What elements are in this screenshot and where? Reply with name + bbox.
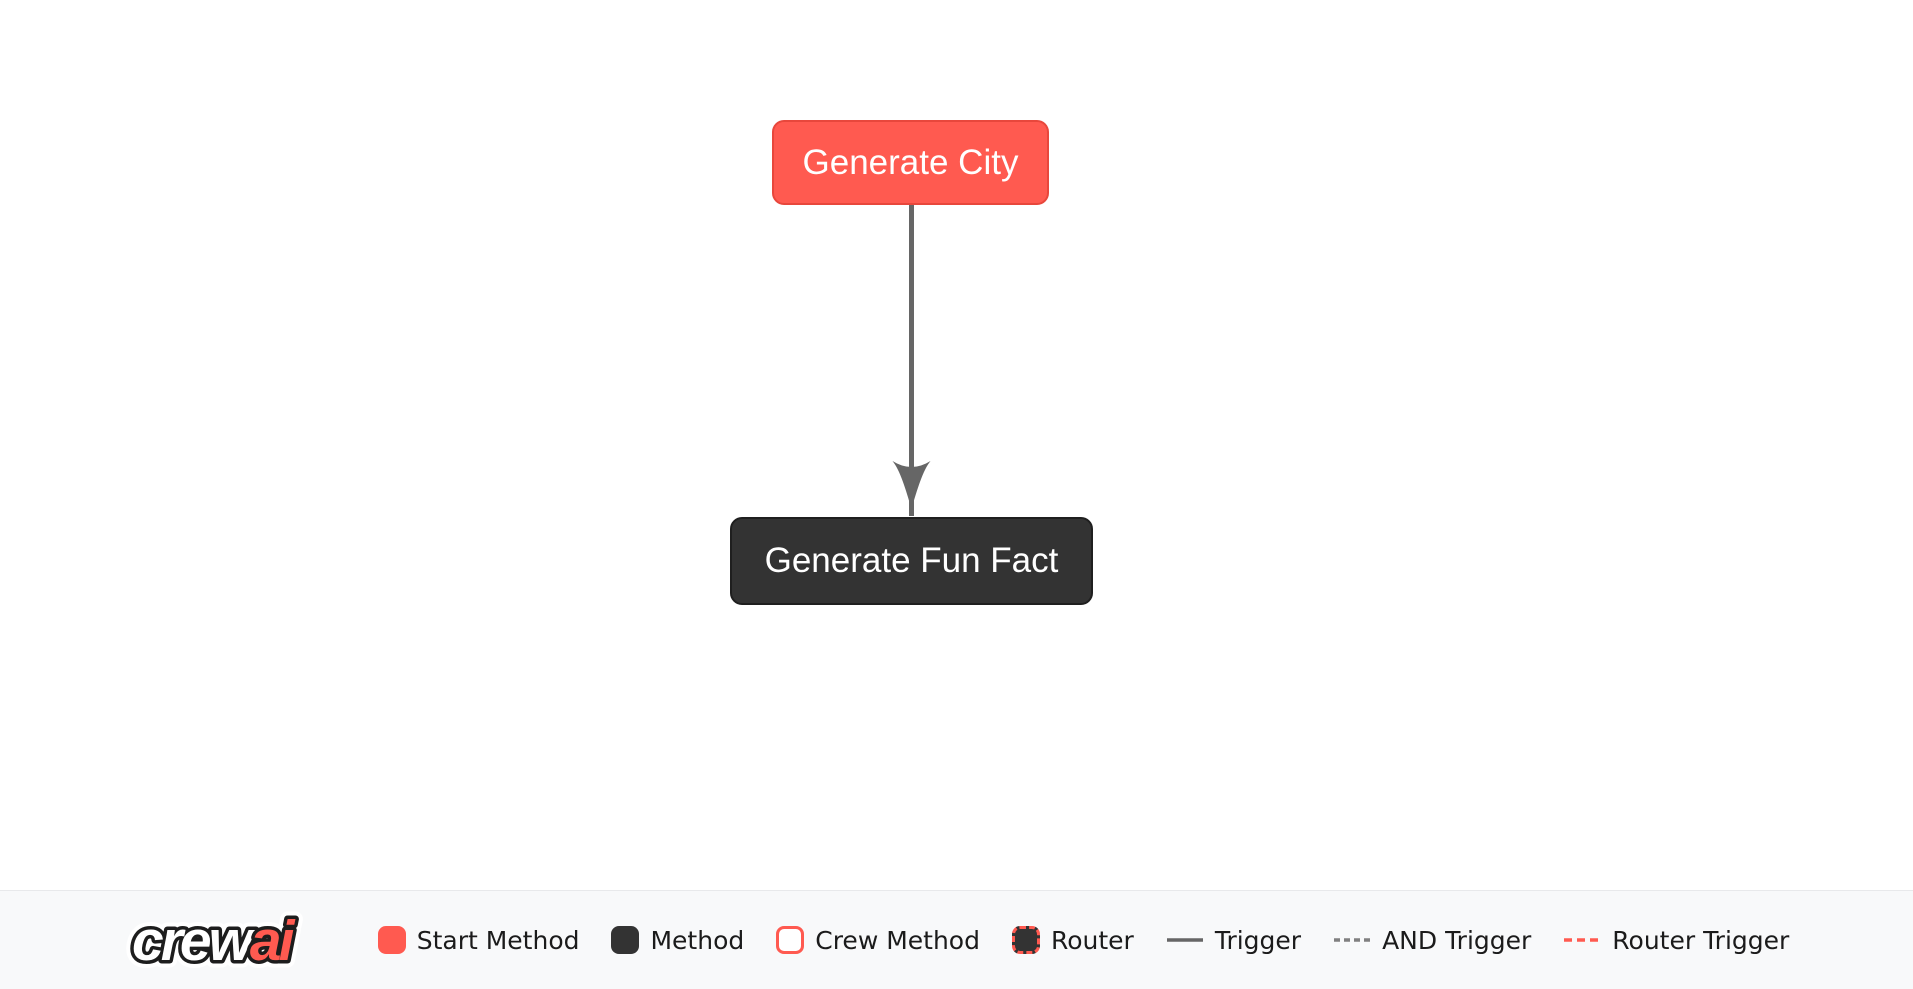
- legend-item-crew-method: Crew Method: [776, 926, 980, 955]
- legend-item-router: Router: [1011, 925, 1134, 955]
- legend-label: Router: [1050, 925, 1134, 955]
- router-swatch-icon: [1011, 926, 1040, 954]
- crew-method-swatch-icon: [776, 926, 805, 954]
- legend-item-router-trigger: Router Trigger: [1563, 926, 1789, 955]
- node-generate-fun-fact[interactable]: Generate Fun Fact: [730, 517, 1093, 605]
- flow-canvas[interactable]: Generate City Generate Fun Fact: [0, 0, 1913, 890]
- legend-items: Start Method Method Crew Method Router Trigg…: [377, 925, 1789, 955]
- legend-item-trigger: Trigger: [1166, 926, 1301, 955]
- legend-label: Crew Method: [815, 925, 980, 955]
- legend-label: Trigger: [1214, 925, 1302, 955]
- logo-text: crewai: [132, 909, 296, 973]
- node-label: Generate City: [802, 142, 1019, 182]
- and-trigger-line-swatch-icon: [1334, 938, 1371, 942]
- legend-label: Start Method: [416, 925, 580, 955]
- method-swatch-icon: [611, 926, 640, 954]
- legend-item-and-trigger: AND Trigger: [1333, 926, 1531, 955]
- start-method-swatch-icon: [377, 926, 406, 954]
- trigger-line-swatch-icon: [1166, 938, 1203, 942]
- edge-layer: [892, 205, 931, 516]
- legend-item-start-method: Start Method: [377, 925, 580, 955]
- node-generate-city[interactable]: Generate City: [772, 120, 1049, 205]
- crewai-logo-icon: crewai crewai: [124, 902, 306, 981]
- legend-bar: crewai crewai Start Method Method Crew Met…: [0, 890, 1913, 989]
- edge-arrowhead-icon: [892, 461, 931, 509]
- legend-label: Router Trigger: [1612, 925, 1790, 955]
- legend-item-method: Method: [611, 926, 744, 955]
- router-trigger-line-swatch-icon: [1564, 938, 1601, 942]
- node-label: Generate Fun Fact: [764, 541, 1059, 580]
- edge-trigger[interactable]: [892, 205, 931, 516]
- logo-outline-text: crewai: [132, 909, 296, 973]
- legend-label: Method: [650, 925, 745, 955]
- legend-label: AND Trigger: [1382, 925, 1532, 955]
- crewai-logo: crewai crewai: [124, 900, 346, 981]
